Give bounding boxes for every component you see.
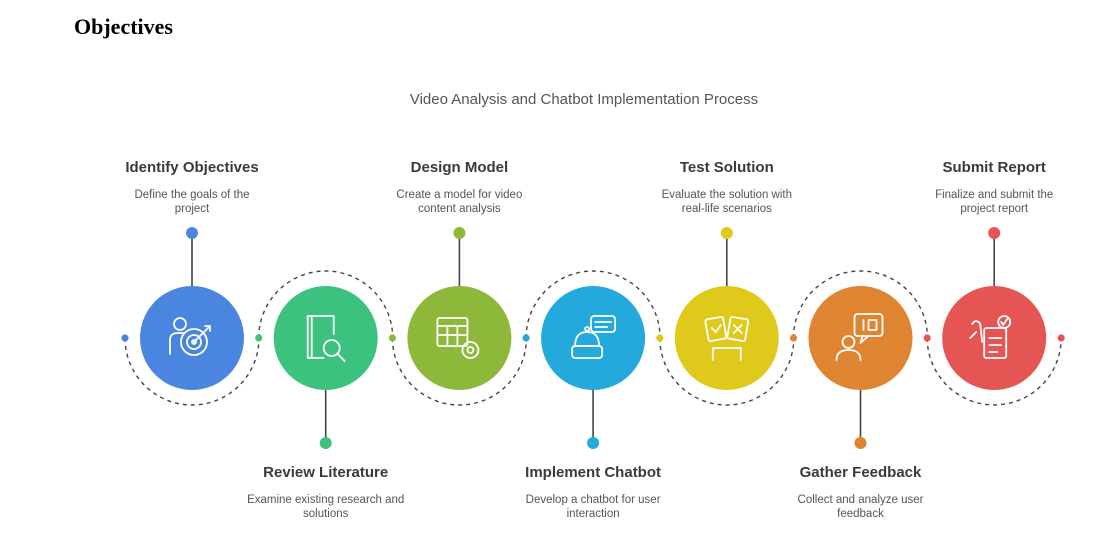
step-description-line: Define the goals of the: [134, 189, 249, 201]
step-title: Review Literature: [263, 464, 388, 481]
step-circle: [808, 286, 913, 390]
step-description-line: real-life scenarios: [682, 203, 772, 215]
table-gear-icon: [436, 317, 480, 359]
person-feedback-icon: [835, 313, 884, 361]
diagram-title: Video Analysis and Chatbot Implementatio…: [409, 91, 759, 108]
step-circle: [407, 286, 512, 390]
connector-dot: [255, 334, 263, 342]
step-description-line: project report: [960, 203, 1029, 215]
book-search-icon: [306, 315, 346, 362]
step-description-line: feedback: [837, 508, 884, 520]
connector-arc: [926, 337, 1062, 406]
connector-arc: [659, 337, 795, 406]
step-title: Submit Report: [943, 159, 1046, 176]
step-marker-dot: [186, 227, 198, 239]
step-title: Test Solution: [680, 159, 774, 176]
step-description-line: Evaluate the solution with: [662, 189, 792, 201]
checklist-cards-icon: [704, 316, 750, 361]
step-circle: [541, 286, 646, 390]
step-title: Design Model: [411, 159, 509, 176]
target-person-icon: [169, 317, 211, 356]
step-circle: [273, 286, 378, 390]
step-title: Identify Objectives: [125, 159, 258, 176]
step-title: Gather Feedback: [800, 464, 922, 481]
dashed-connector-path: [121, 270, 1065, 406]
step-marker-dot: [453, 227, 466, 239]
connector-dot: [388, 334, 396, 342]
step-marker-dot: [854, 437, 867, 449]
connector-dot: [789, 334, 798, 342]
hand-report-icon: [969, 315, 1012, 359]
connector-dot: [1057, 334, 1065, 342]
connector-dot: [923, 334, 931, 342]
step-description-line: content analysis: [418, 203, 501, 215]
page-heading: Objectives: [74, 14, 173, 39]
step-description-line: Collect and analyze user: [798, 494, 924, 506]
connector-arc: [258, 270, 394, 339]
connector-arc: [391, 337, 528, 406]
step-description-line: Develop a chatbot for user: [526, 494, 661, 506]
step-description-line: Create a model for video: [396, 189, 522, 201]
step-description-line: interaction: [567, 508, 620, 520]
connector-arc: [525, 270, 661, 339]
connector-dot: [522, 334, 530, 342]
step-description-line: Examine existing research and: [247, 494, 404, 506]
step-marker-dot: [720, 227, 733, 239]
step-marker-dot: [587, 437, 600, 449]
connector-dot: [656, 334, 664, 342]
step-marker-dot: [319, 437, 332, 449]
connector-dot: [121, 334, 129, 342]
step-description-line: Finalize and submit the: [935, 189, 1053, 201]
step-title: Implement Chatbot: [525, 464, 661, 481]
connector-arc: [792, 270, 929, 339]
step-circle: [140, 286, 244, 390]
step-description-line: project: [175, 203, 210, 215]
connector-arc: [124, 337, 260, 406]
step-marker-dot: [988, 227, 1001, 239]
robot-chat-icon: [571, 315, 616, 359]
step-description-line: solutions: [303, 508, 349, 520]
